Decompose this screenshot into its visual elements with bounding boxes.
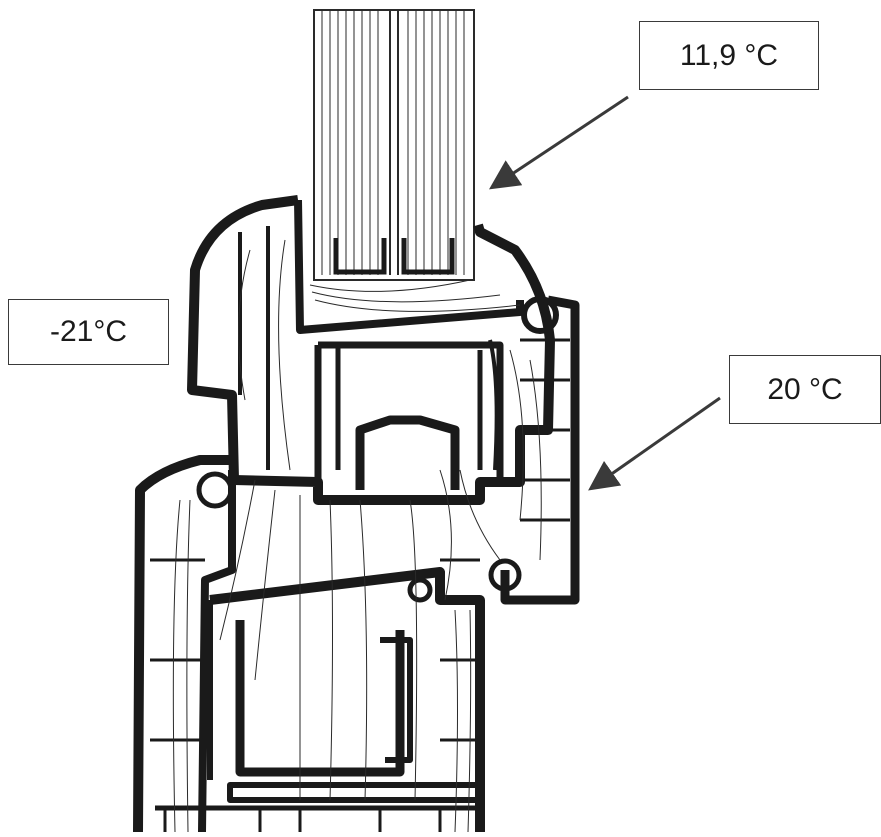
isotherm-lines — [172, 239, 542, 833]
glass-arrow — [489, 95, 629, 190]
glazing-unit — [313, 9, 475, 281]
inside-arrow — [588, 396, 721, 491]
outside-temperature-label: -21°C — [8, 299, 169, 365]
frame-profile — [133, 455, 522, 833]
inside-temperature-label: 20 °C — [729, 355, 881, 424]
glass-temperature-label: 11,9 °C — [639, 21, 819, 90]
